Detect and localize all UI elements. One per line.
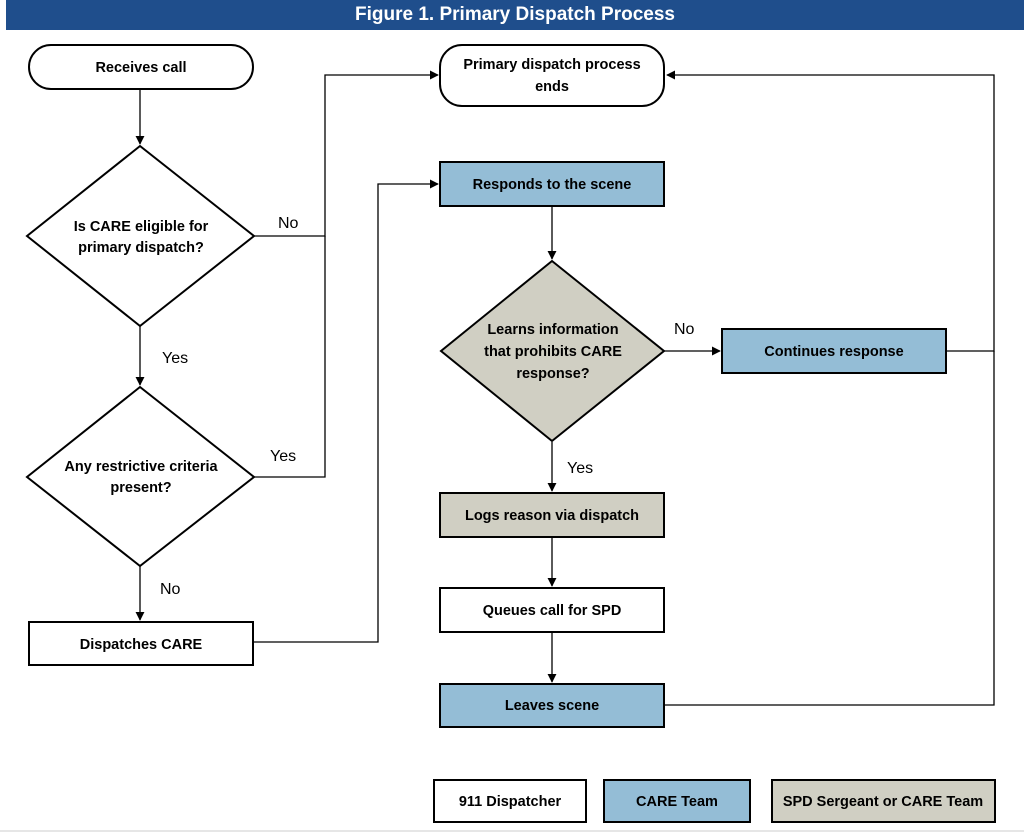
node-process-ends [439,44,665,107]
label-logs-reason: Logs reason via dispatch [465,508,639,524]
legend-label-spd-or-care: SPD Sergeant or CARE Team [783,794,983,810]
legend-swatch-dispatcher [433,779,587,823]
edge-label-eligible-no: No [278,215,299,232]
legend-swatch-care-team [603,779,751,823]
label-leaves-scene: Leaves scene [505,698,599,714]
node-eligible-question [25,144,256,328]
connectors [135,70,995,706]
label-learns-1: Learns information [487,322,618,338]
node-leaves-scene [439,683,665,728]
label-responds: Responds to the scene [473,177,632,193]
node-dispatches-care [28,621,254,666]
legend: 911 Dispatcher CARE Team SPD Sergeant or… [433,779,996,823]
label-continues-response: Continues response [764,344,903,360]
edge-restrictive-yes [254,236,326,478]
node-queues-call [439,587,665,633]
node-responds [439,161,665,207]
label-process-ends-1: Primary dispatch process [463,57,640,73]
label-learns-3: response? [516,366,589,382]
label-eligible-1: Is CARE eligible for [74,219,209,235]
label-learns-2: that prohibits CARE [484,344,622,360]
edge-label-learns-no: No [674,321,695,338]
edge-label-restrictive-no: No [160,581,181,598]
node-receives-call [28,44,254,90]
node-restrictive-question [25,385,256,568]
label-dispatches-care: Dispatches CARE [80,637,203,653]
edge-label-eligible-yes: Yes [162,350,188,367]
edge-dispatches-to-responds [254,179,439,643]
edge-continues-to-ends [666,70,995,352]
label-queues-call: Queues call for SPD [483,603,622,619]
edge-leaves-to-ends [665,351,995,706]
label-restrictive-1: Any restrictive criteria [64,459,218,475]
label-process-ends-2: ends [535,79,569,95]
edge-label-learns-yes: Yes [567,460,593,477]
label-restrictive-2: present? [110,480,171,496]
edge-eligible-no [254,70,439,237]
node-learns-question [439,259,666,443]
node-logs-reason [439,492,665,538]
edge-label-restrictive-yes: Yes [270,448,296,465]
label-eligible-2: primary dispatch? [78,240,204,256]
bottom-divider [0,830,1024,832]
legend-swatch-spd-or-care [771,779,996,823]
figure-title: Figure 1. Primary Dispatch Process [6,0,1024,30]
legend-label-care-team: CARE Team [636,794,718,810]
label-receives-call: Receives call [95,60,186,76]
node-continues-response [721,328,947,374]
legend-label-dispatcher: 911 Dispatcher [459,794,562,810]
